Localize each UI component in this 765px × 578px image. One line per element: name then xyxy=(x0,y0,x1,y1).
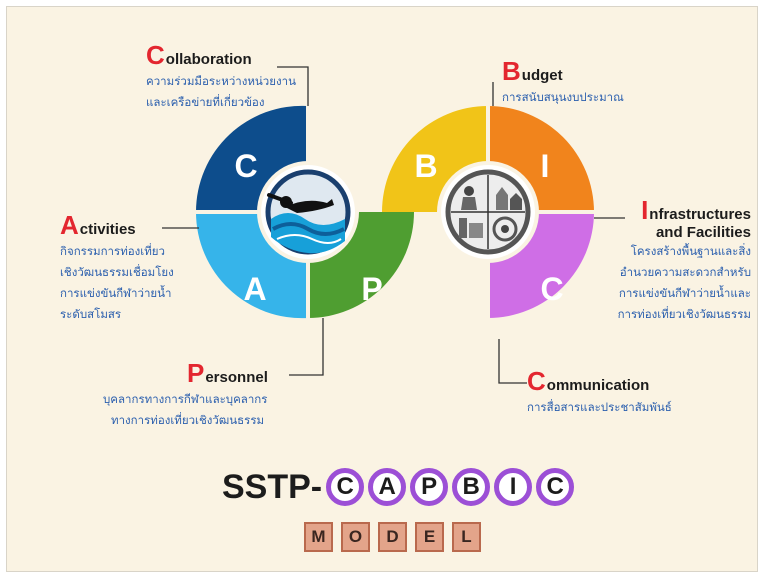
activities-desc-4: ระดับสโมสร xyxy=(60,307,122,321)
budget-title: Budget xyxy=(502,56,563,86)
personnel-desc-1: บุคลากรทางการกีฬาและบุคลากร xyxy=(103,392,268,406)
model-subtitle-letter: O xyxy=(341,522,370,552)
segment-letter-c-right: C xyxy=(540,271,563,307)
segment-a xyxy=(195,212,308,319)
budget-block: Budget การสนับสนุนงบประมาณ xyxy=(502,56,624,108)
communication-title: Communication xyxy=(527,366,650,396)
model-letter-ring: A xyxy=(368,468,407,506)
activities-title: Activities xyxy=(60,210,136,240)
activities-desc-1: กิจกรรมการท่องเที่ยว xyxy=(60,244,166,258)
segment-letter-a: A xyxy=(243,271,266,307)
collaboration-desc-1: ความร่วมมือระหว่างหน่วยงาน xyxy=(146,74,296,88)
segment-letter-c-left: C xyxy=(234,148,257,184)
activities-desc-3: การแข่งขันกีฬาว่ายน้ำ xyxy=(60,286,172,300)
collaboration-desc-2: และเครือข่ายที่เกี่ยวข้อง xyxy=(146,95,265,109)
infrastructures-block: Infrastructures and Facilities โครงสร้าง… xyxy=(599,195,751,325)
model-letter-ring: C xyxy=(326,468,365,506)
model-letter-ring: B xyxy=(452,468,491,506)
personnel-block: Personnel บุคลากรทางการกีฬาและบุคลากร ทา… xyxy=(103,358,268,431)
infrastructures-desc-2: อำนวยความสะดวกสำหรับ xyxy=(619,265,751,279)
segment-c-right xyxy=(488,212,594,318)
personnel-desc-2: ทางการท่องเที่ยวเชิงวัฒนธรรม xyxy=(111,413,265,427)
leader-communication xyxy=(498,339,527,384)
segment-i xyxy=(488,106,594,212)
activities-desc-2: เชิงวัฒนธรรมเชื่อมโยง xyxy=(60,265,174,279)
diagram-frame: C A P B I C xyxy=(6,6,758,572)
infrastructures-desc-4: การท่องเที่ยวเชิงวัฒนธรรม xyxy=(617,307,751,321)
communication-block: Communication การสื่อสารและประชาสัมพันธ์ xyxy=(527,366,672,418)
communication-desc-1: การสื่อสารและประชาสัมพันธ์ xyxy=(527,400,672,414)
model-letter-ring: C xyxy=(536,468,575,506)
personnel-title: Personnel xyxy=(187,358,268,388)
infrastructures-desc-3: การแข่งขันกีฬาว่ายน้ำและ xyxy=(618,286,751,300)
model-prefix: SSTP- xyxy=(222,467,323,506)
segment-letter-i: I xyxy=(541,148,550,184)
model-subtitle-letter: M xyxy=(304,522,333,552)
segment-letter-b: B xyxy=(414,148,437,184)
infrastructures-desc-1: โครงสร้างพื้นฐานและสิ่ง xyxy=(630,244,751,258)
infrastructures-title-line2: and Facilities xyxy=(655,224,751,241)
segment-p xyxy=(308,212,414,318)
model-letter-ring: P xyxy=(410,468,449,506)
swimmer-icon xyxy=(261,165,355,259)
collaboration-title: Collaboration xyxy=(146,40,252,70)
infrastructures-title: Infrastructures xyxy=(641,195,751,225)
collaboration-block: Collaboration ความร่วมมือระหว่างหน่วยงาน… xyxy=(146,40,296,113)
leader-personnel xyxy=(289,318,324,376)
model-subtitle: M O D E L xyxy=(304,522,489,552)
model-subtitle-letter: D xyxy=(378,522,407,552)
model-subtitle-letter: L xyxy=(452,522,481,552)
capbic-diagram: C A P B I C xyxy=(162,66,625,384)
segment-c-left xyxy=(195,105,308,212)
leader-collaboration xyxy=(277,66,309,106)
model-letter-ring: I xyxy=(494,468,533,506)
budget-desc-1: การสนับสนุนงบประมาณ xyxy=(502,90,624,104)
model-subtitle-letter: E xyxy=(415,522,444,552)
activities-block: Activities กิจกรรมการท่องเที่ยว เชิงวัฒน… xyxy=(60,210,174,325)
segment-b xyxy=(382,106,488,212)
model-title: SSTP- C A P B I C xyxy=(222,462,575,512)
cultural-landmarks-icon xyxy=(441,165,535,259)
segment-letter-p: P xyxy=(361,271,382,307)
